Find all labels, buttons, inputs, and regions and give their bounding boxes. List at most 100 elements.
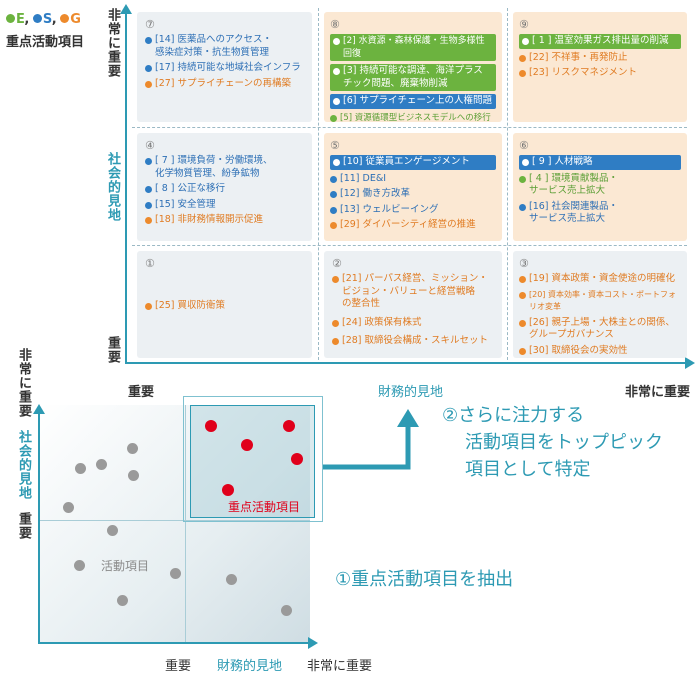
cell-number: ⑤ xyxy=(330,139,340,152)
g-bullet-icon xyxy=(519,54,526,62)
item-text: [ 9 ] 人材戦略 xyxy=(532,156,593,167)
list-item: [27] サプライチェーンの再構築 xyxy=(145,78,304,91)
item-text: [6] サプライチェーン上の人権問題 xyxy=(343,95,493,106)
activity-dot xyxy=(127,443,138,454)
activity-dot xyxy=(117,595,128,606)
e-dot-icon xyxy=(6,14,15,23)
item-text: [25] 買収防衛策 xyxy=(155,300,226,311)
list-item: [16] 社会関連製品・ サービス売上拡大 xyxy=(519,201,681,226)
list-item: [28] 取締役会構成・スキルセット xyxy=(332,335,494,348)
e-bullet-icon xyxy=(333,38,340,45)
item-text: [18] 非財務情報開示促進 xyxy=(155,214,264,225)
list-item: [ 9 ] 人材戦略 xyxy=(519,155,681,170)
focus-area-outline xyxy=(183,396,323,522)
cell-number: ⑦ xyxy=(145,18,155,31)
g-bullet-icon xyxy=(519,347,526,355)
item-text: [12] 働き方改革 xyxy=(340,188,411,199)
g-bullet-icon xyxy=(332,338,339,345)
item-text: [ 1 ] 温室効果ガス排出量の削減 xyxy=(532,35,669,46)
list-item: [13] ウェルビーイング xyxy=(330,204,496,217)
item-text: [3] 持続可能な調達、海洋プラス チック問題、廃棄物削減 xyxy=(343,65,483,89)
list-item: [ 1 ] 温室効果ガス排出量の削減 xyxy=(519,34,681,49)
e-bullet-icon xyxy=(330,114,337,122)
mini-x-high: 非常に重要 xyxy=(307,659,373,674)
cell-number: ⑨ xyxy=(519,18,529,31)
legend-g: G xyxy=(70,12,81,27)
item-text: [20] 資本効率・資本コスト・ポートフォリオ変革 xyxy=(529,289,676,312)
step2-line1: ②さらに注力する xyxy=(442,405,585,426)
list-item: [ 4 ] 環境貢献製品・ サービス売上拡大 xyxy=(519,173,681,198)
item-text: [2] 水資源・森林保護・生物多様性回復 xyxy=(343,36,485,59)
s-bullet-icon xyxy=(145,37,152,44)
matrix-x-axis xyxy=(125,362,687,364)
list-item: [10] 従業員エンゲージメント xyxy=(330,155,496,170)
matrix-cell-9: ⑨ [ 1 ] 温室効果ガス排出量の削減 [22] 不祥事・再発防止 [23] … xyxy=(513,12,687,122)
g-bullet-icon xyxy=(519,70,526,77)
list-item: [26] 親子上場・大株主との関係、 グループガバナンス xyxy=(519,317,681,342)
activity-dot xyxy=(226,574,237,585)
step2-line2: 活動項目をトップピック xyxy=(465,432,663,453)
e-bullet-icon xyxy=(333,68,340,75)
legend-sep: , xyxy=(24,12,29,27)
list-item: [ 8 ] 公正な移行 xyxy=(145,183,304,196)
mini-x-arrow-icon xyxy=(308,637,318,649)
list-item: [6] サプライチェーン上の人権問題 xyxy=(330,94,496,109)
item-text: [27] サプライチェーンの再構築 xyxy=(155,77,292,89)
activity-dot xyxy=(74,560,85,571)
step2-line3: 項目として特定 xyxy=(465,459,591,480)
e-bullet-icon xyxy=(519,175,526,183)
list-item: [2] 水資源・森林保護・生物多様性回復 xyxy=(330,34,496,61)
mini-y-axis xyxy=(38,412,40,644)
mini-grid-line xyxy=(40,520,310,521)
item-text: [ 7 ] 環境負荷・労働環境、 化学物質管理、紛争鉱物 xyxy=(155,155,273,179)
focus-dot xyxy=(283,420,295,432)
list-item: [ 7 ] 環境負荷・労働環境、 化学物質管理、紛争鉱物 xyxy=(145,155,304,180)
cell-number: ③ xyxy=(519,257,529,270)
g-bullet-icon xyxy=(332,276,339,283)
matrix-cell-7: ⑦ [14] 医薬品へのアクセス・ 感染症対策・抗生物質管理 [17] 持続可能… xyxy=(137,12,312,122)
activity-dot xyxy=(107,525,118,536)
matrix-cell-3: ③ [19] 資本政策・資金使途の明確化 [20] 資本効率・資本コスト・ポート… xyxy=(513,251,687,358)
activity-dot xyxy=(128,470,139,481)
matrix-cell-2: ② [21] パーパス経営、ミッション・ ビジョン・バリューと経営戦略 の整合性… xyxy=(324,251,502,358)
grid-line xyxy=(318,8,319,360)
list-item: [21] パーパス経営、ミッション・ ビジョン・バリューと経営戦略 の整合性 xyxy=(332,273,494,311)
list-item: [18] 非財務情報開示促進 xyxy=(145,214,304,227)
focus-dot xyxy=(241,439,253,451)
list-item: [19] 資本政策・資金使途の明確化 xyxy=(519,273,681,286)
list-item: [17] 持続可能な地域社会インフラ xyxy=(145,62,304,75)
matrix-x-title: 財務的見地 xyxy=(378,385,444,400)
legend-esg: E, S, G xyxy=(6,12,81,27)
s-bullet-icon xyxy=(145,65,152,72)
s-bullet-icon xyxy=(330,206,337,214)
mini-y-arrow-icon xyxy=(33,404,45,414)
list-item: [11] DE&I xyxy=(330,173,496,186)
list-item: [15] 安全管理 xyxy=(145,199,304,212)
legend-e: E xyxy=(16,12,25,27)
s-bullet-icon xyxy=(333,98,340,105)
matrix-x-arrow-icon xyxy=(685,357,695,369)
s-dot-icon xyxy=(32,14,42,23)
legend-s: S xyxy=(42,12,52,27)
list-item: [5] 資源循環型ビジネスモデルへの移行 xyxy=(330,112,496,125)
matrix-x-low: 重要 xyxy=(128,385,155,400)
item-text: [23] リスクマネジメント xyxy=(529,67,638,78)
item-text: [28] 取締役会構成・スキルセット xyxy=(342,335,489,346)
g-bullet-icon xyxy=(519,319,526,327)
list-item: [23] リスクマネジメント xyxy=(519,67,681,80)
e-bullet-icon xyxy=(522,38,529,45)
g-bullet-icon xyxy=(145,217,152,224)
grid-line xyxy=(132,127,687,128)
s-bullet-icon xyxy=(330,191,337,198)
matrix-y-title: 社会的見地 xyxy=(105,152,120,222)
item-text: [14] 医薬品へのアクセス・ 感染症対策・抗生物質管理 xyxy=(155,34,273,58)
item-text: [11] DE&I xyxy=(340,172,387,184)
matrix-y-axis xyxy=(125,12,127,364)
focus-dot xyxy=(205,420,217,432)
item-text: [13] ウェルビーイング xyxy=(340,203,439,215)
item-text: [26] 親子上場・大株主との関係、 グループガバナンス xyxy=(529,316,675,341)
legend-sep: , xyxy=(51,12,57,27)
list-item: [12] 働き方改革 xyxy=(330,188,496,201)
matrix-y-arrow-icon xyxy=(120,4,132,14)
matrix-cell-1: ① [25] 買収防衛策 xyxy=(137,251,312,358)
